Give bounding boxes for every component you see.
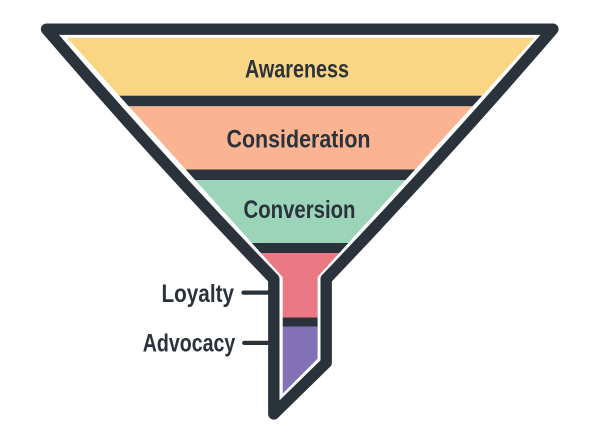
- svg-text:Conversion: Conversion: [244, 196, 356, 224]
- svg-text:Awareness: Awareness: [245, 56, 349, 84]
- svg-text:Advocacy: Advocacy: [143, 329, 236, 357]
- svg-text:Consideration: Consideration: [227, 126, 371, 154]
- svg-text:Loyalty: Loyalty: [162, 280, 235, 308]
